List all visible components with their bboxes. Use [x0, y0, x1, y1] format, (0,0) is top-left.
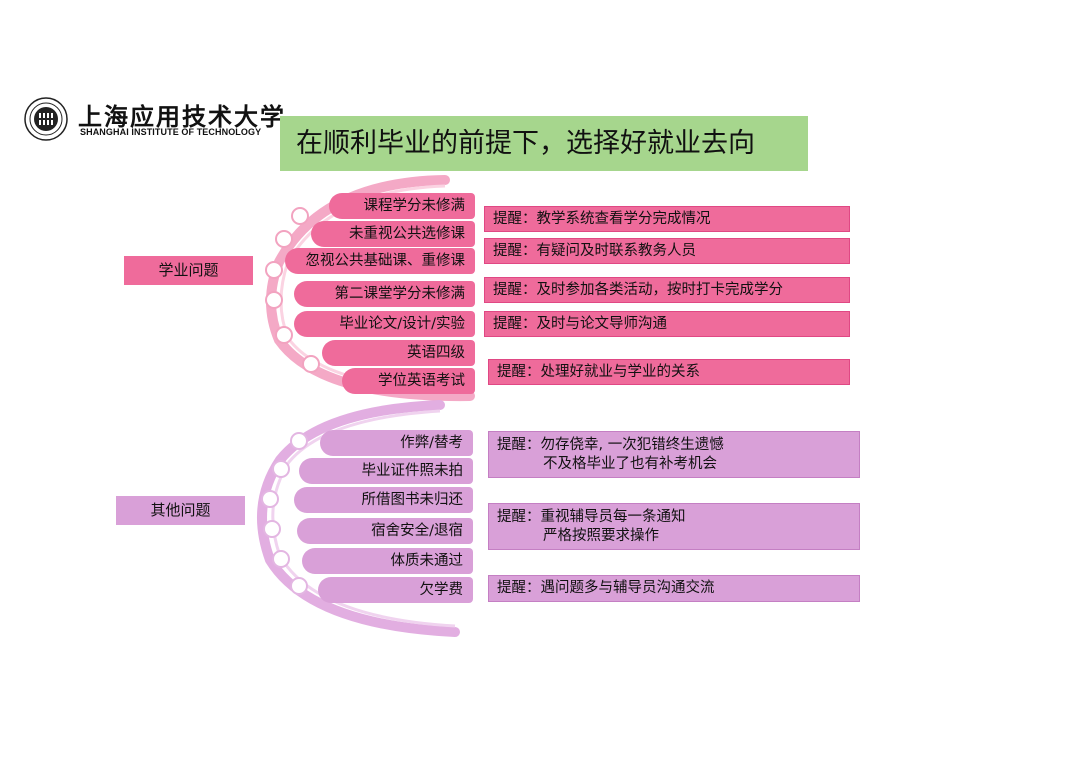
- academic-bullet-dot: [265, 261, 283, 279]
- page-title: 在顺利毕业的前提下，选择好就业去向: [280, 116, 808, 171]
- academic-bullet-dot: [275, 326, 293, 344]
- reminder-line: 提醒：重视辅导员每一条通知: [497, 509, 686, 525]
- other-bullet-dot: [290, 577, 308, 595]
- reminder-line: 提醒：遇问题多与辅导员沟通交流: [497, 580, 715, 596]
- reminder-line: 提醒：及时与论文导师沟通: [493, 316, 667, 332]
- other-bullet-dot: [263, 520, 281, 538]
- reminder-line: 提醒：处理好就业与学业的关系: [497, 364, 700, 380]
- other-bullet-dot: [261, 490, 279, 508]
- university-name-en: SHANGHAI INSTITUTE OF TECHNOLOGY: [80, 127, 262, 137]
- category-other: 其他问题: [116, 496, 245, 525]
- other-reminder: 提醒：遇问题多与辅导员沟通交流: [488, 575, 860, 602]
- academic-reminder: 提醒：处理好就业与学业的关系: [488, 359, 850, 385]
- other-arc: [257, 400, 460, 637]
- academic-reminder: 提醒：教学系统查看学分完成情况: [484, 206, 850, 232]
- other-item: 宿舍安全/退宿: [297, 518, 473, 544]
- academic-bullet-dot: [302, 355, 320, 373]
- academic-item: 忽视公共基础课、重修课: [285, 248, 475, 274]
- other-reminder: 提醒：重视辅导员每一条通知 严格按照要求操作: [488, 503, 860, 550]
- reminder-line: 提醒：有疑问及时联系教务人员: [493, 243, 696, 259]
- category-academic: 学业问题: [124, 256, 253, 285]
- other-bullet-dot: [272, 550, 290, 568]
- other-arc-inner: [271, 409, 456, 628]
- academic-reminder: 提醒：有疑问及时联系教务人员: [484, 238, 850, 264]
- other-item: 毕业证件照未拍: [299, 458, 473, 484]
- academic-item: 毕业论文/设计/实验: [294, 311, 475, 337]
- academic-item: 第二课堂学分未修满: [294, 281, 475, 307]
- academic-item: 课程学分未修满: [329, 193, 475, 219]
- academic-bullet-dot: [291, 207, 309, 225]
- other-item: 所借图书未归还: [294, 487, 473, 513]
- reminder-line: 提醒：及时参加各类活动，按时打卡完成学分: [493, 282, 783, 298]
- other-item: 作弊/替考: [320, 430, 473, 456]
- academic-item: 英语四级: [322, 340, 475, 366]
- other-bullet-dot: [272, 460, 290, 478]
- university-seal-logo: [24, 97, 68, 141]
- academic-bullet-dot: [275, 230, 293, 248]
- reminder-line: 提醒：教学系统查看学分完成情况: [493, 211, 711, 227]
- other-reminder: 提醒：勿存侥幸, 一次犯错终生遗憾 不及格毕业了也有补考机会: [488, 431, 860, 478]
- reminder-line: 不及格毕业了也有补考机会: [543, 456, 717, 472]
- other-item: 欠学费: [318, 577, 473, 603]
- academic-item: 学位英语考试: [342, 368, 475, 394]
- academic-bullet-dot: [265, 291, 283, 309]
- academic-reminder: 提醒：及时与论文导师沟通: [484, 311, 850, 337]
- reminder-line: 提醒：勿存侥幸, 一次犯错终生遗憾: [497, 437, 724, 453]
- other-bullet-dot: [290, 432, 308, 450]
- academic-item: 未重视公共选修课: [311, 221, 475, 247]
- reminder-line: 严格按照要求操作: [543, 528, 659, 544]
- university-name-cn: 上海应用技术大学: [78, 102, 286, 131]
- academic-reminder: 提醒：及时参加各类活动，按时打卡完成学分: [484, 277, 850, 303]
- other-item: 体质未通过: [302, 548, 473, 574]
